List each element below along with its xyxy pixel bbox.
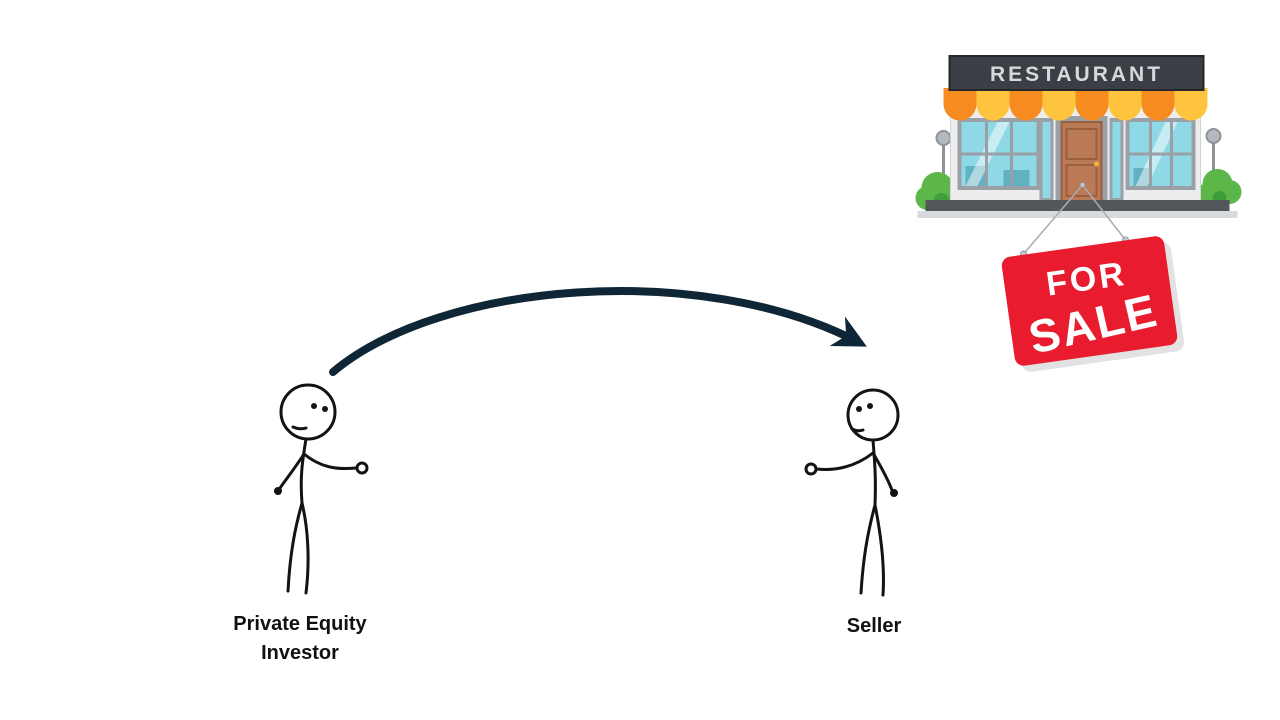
investor-label: Private Equity Investor xyxy=(233,613,367,664)
door-knob xyxy=(1094,161,1099,167)
awning xyxy=(943,88,1208,121)
eye-icon xyxy=(322,406,328,412)
right-arm xyxy=(871,451,894,492)
right-bush xyxy=(1194,128,1242,206)
left-hand xyxy=(804,462,818,476)
storefront-base xyxy=(925,200,1230,211)
eye-icon xyxy=(311,403,317,409)
stick-figure xyxy=(804,388,900,597)
left-leg xyxy=(859,503,877,595)
right-leg xyxy=(300,501,310,595)
restaurant-sign-text: RESTAURANT xyxy=(990,63,1163,86)
for-sale-sign: FOR SALE xyxy=(1001,236,1185,372)
storefront: RESTAURANT xyxy=(917,55,1238,218)
seller-label: Seller xyxy=(846,615,902,637)
left-arm xyxy=(278,452,306,490)
sign-strings xyxy=(1020,182,1129,258)
door-side-panels xyxy=(1039,118,1124,202)
right-hand xyxy=(890,489,898,497)
restaurant-sign: RESTAURANT xyxy=(948,55,1205,91)
lamp-icon xyxy=(1205,128,1222,144)
body xyxy=(871,438,877,507)
sidewalk xyxy=(917,211,1238,218)
body xyxy=(299,437,308,505)
lamp-icon xyxy=(935,130,952,146)
restaurant-illustration: RESTAURANT FOR SALE xyxy=(915,55,1242,372)
mouth xyxy=(291,425,308,431)
investor-to-seller-arrow xyxy=(329,287,867,376)
mouth xyxy=(850,427,865,433)
eye-icon xyxy=(856,406,862,412)
seller-head xyxy=(846,388,900,442)
right-leg xyxy=(873,503,886,597)
door xyxy=(1055,116,1108,203)
right-arm xyxy=(302,452,358,471)
seller-figure xyxy=(804,388,900,597)
right-window xyxy=(1125,118,1196,190)
investor-figure xyxy=(274,383,369,595)
investor-head xyxy=(279,383,337,441)
left-arm xyxy=(815,451,875,471)
left-window xyxy=(957,118,1041,190)
left-leg xyxy=(286,501,304,593)
stick-figure xyxy=(274,383,369,595)
right-hand xyxy=(355,461,369,475)
left-hand xyxy=(274,487,282,495)
eye-icon xyxy=(867,403,873,409)
